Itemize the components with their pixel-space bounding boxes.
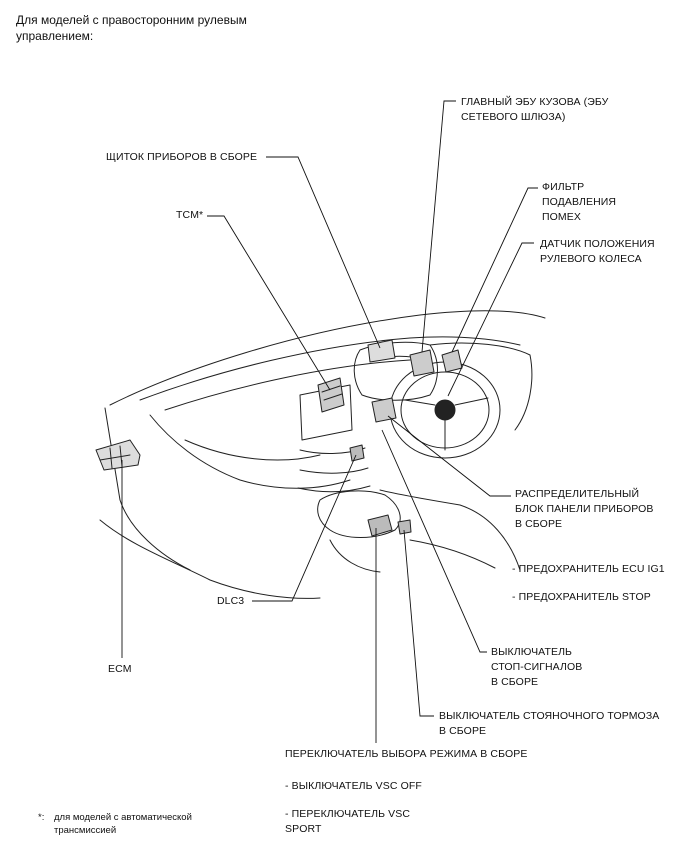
- label-vsc-sport: - ПЕРЕКЛЮЧАТЕЛЬ VSC SPORT: [285, 808, 411, 835]
- label-fuse-stop: - ПРЕДОХРАНИТЕЛЬ STOP: [512, 591, 651, 603]
- header-title: Для моделей с правосторонним рулевым упр…: [16, 13, 247, 43]
- label-tcm: TCM*: [176, 209, 204, 221]
- steering-hub: [434, 399, 456, 421]
- center-console: [317, 490, 401, 538]
- leader-meter: [266, 156, 381, 349]
- junction-block-component: [371, 397, 397, 423]
- leader-parking-brake: [403, 529, 434, 717]
- label-body-ecu: ГЛАВНЫЙ ЭБУ КУЗОВА (ЭБУ СЕТЕВОГО ШЛЮЗА): [461, 96, 609, 123]
- dlc3-component: [349, 444, 365, 462]
- leader-tcm: [207, 215, 331, 391]
- label-vsc-off: - ВЫКЛЮЧАТЕЛЬ VSC OFF: [285, 780, 422, 792]
- ecm-box: [95, 439, 141, 471]
- dash-upper-edge: [164, 359, 411, 411]
- label-meter: ЩИТОК ПРИБОРОВ В СБОРЕ: [106, 151, 258, 163]
- label-parking-brake-switch: ВЫКЛЮЧАТЕЛЬ СТОЯНОЧНОГО ТОРМОЗА В СБОРЕ: [439, 710, 660, 737]
- right-dash: [429, 342, 533, 431]
- meter-hood: [353, 341, 438, 401]
- label-ecm: ECM: [108, 663, 132, 675]
- footnote-mark: *:: [38, 812, 45, 823]
- label-fuse-ecu-ig1: - ПРЕДОХРАНИТЕЛЬ ECU IG1: [512, 563, 665, 575]
- leader-junction: [387, 415, 511, 497]
- label-noise-filter: ФИЛЬТР ПОДАВЛЕНИЯ ПОМЕХ: [542, 181, 617, 223]
- footnote-text: для моделей с автоматической трансмиссие…: [54, 812, 192, 836]
- leader-noise-filter: [451, 187, 538, 353]
- label-dlc3: DLC3: [217, 595, 245, 607]
- windshield-outline: [109, 310, 546, 406]
- left-side-outline: [104, 407, 191, 571]
- leader-steering-sensor: [447, 242, 534, 397]
- label-junction-block: РАСПРЕДЕЛИТЕЛЬНЫЙ БЛОК ПАНЕЛИ ПРИБОРОВ В…: [515, 488, 654, 530]
- noise-filter-component: [441, 349, 463, 373]
- leader-body-ecu: [421, 100, 456, 353]
- left-lower-edge: [99, 519, 321, 599]
- leader-dlc3: [252, 454, 357, 602]
- parking-brake-component: [397, 519, 412, 535]
- leader-stop-light: [381, 429, 487, 653]
- label-steering-sensor: ДАТЧИК ПОЛОЖЕНИЯ РУЛЕВОГО КОЛЕСА: [540, 238, 655, 265]
- body-ecu-component: [409, 349, 435, 377]
- dash-top-line: [139, 336, 521, 401]
- label-stop-light-switch: ВЫКЛЮЧАТЕЛЬ СТОП-СИГНАЛОВ В СБОРЕ: [491, 646, 583, 688]
- label-mode-select-switch: ПЕРЕКЛЮЧАТЕЛЬ ВЫБОРА РЕЖИМА В СБОРЕ: [285, 748, 528, 760]
- left-dash-face: [149, 414, 351, 489]
- mode-switch-component: [367, 514, 393, 537]
